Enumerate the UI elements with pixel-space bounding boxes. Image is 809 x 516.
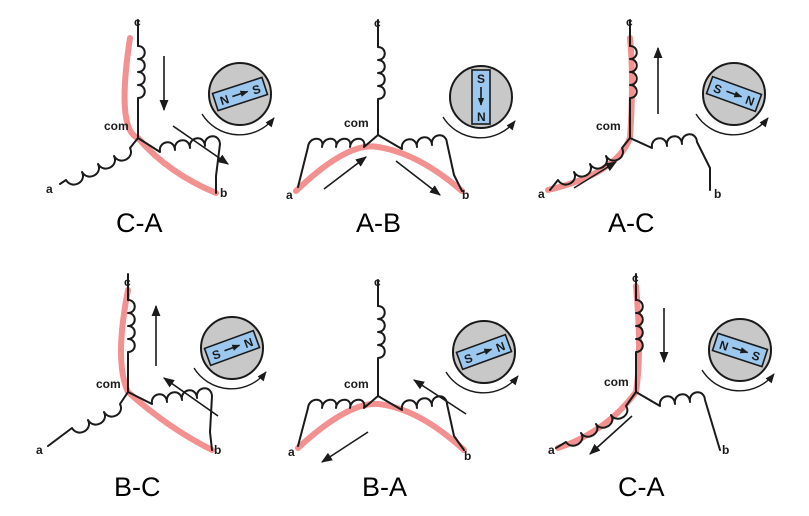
energized-path (121, 35, 219, 196)
pole-s-label: S (750, 348, 762, 364)
pole-s-label: S (251, 82, 263, 98)
terminal-c-label: c (124, 275, 131, 289)
terminal-c-label: c (626, 15, 633, 29)
panel-b-c: c com a b S N B-C (36, 273, 267, 502)
energized-path (118, 287, 215, 453)
panel-a-b: c com a b S N A-B (286, 16, 516, 238)
terminal-a-label: a (538, 187, 545, 201)
terminal-b-label: b (464, 449, 471, 463)
panel-caption: C-A (618, 472, 665, 502)
terminal-a-label: a (46, 182, 53, 196)
rotor: S N (445, 320, 519, 394)
terminal-b-label: b (214, 443, 221, 457)
terminal-c-label: c (374, 16, 381, 30)
panel-caption: A-B (356, 208, 401, 238)
rotor: S N (442, 65, 516, 139)
terminal-com-label: com (344, 116, 369, 130)
panel-caption: B-C (114, 472, 161, 502)
pole-n-label: N (218, 92, 231, 108)
terminal-b-label: b (714, 187, 721, 201)
current-arrows (321, 379, 467, 463)
winding-c (629, 19, 638, 139)
panel-caption: A-C (608, 208, 655, 238)
terminal-com-label: com (96, 377, 121, 391)
terminal-com-label: com (604, 375, 629, 389)
winding-b (377, 134, 463, 192)
winding-b (629, 133, 711, 191)
winding-b (377, 395, 465, 451)
rotor: N S (701, 318, 775, 392)
winding-a (555, 391, 637, 449)
terminal-b-label: b (220, 186, 227, 200)
winding-c (377, 279, 386, 397)
terminal-a-label: a (36, 443, 43, 457)
pole-s-label: S (477, 72, 485, 86)
current-arrows (323, 156, 441, 196)
rotor: N S (201, 62, 275, 136)
panel-caption: C-A (116, 208, 163, 238)
winding-a (549, 137, 631, 191)
panel-c-a-bottom: c com a b N S C-A (548, 271, 775, 502)
winding-a (59, 137, 139, 186)
panel-a-c: c com a b S N A-C (538, 15, 769, 238)
winding-c (127, 273, 136, 393)
winding-b (635, 391, 721, 451)
terminal-com-label: com (104, 119, 129, 133)
terminal-b-label: b (722, 443, 729, 457)
winding-a (47, 391, 129, 447)
pole-n-label: N (718, 338, 731, 354)
rotor: S N (695, 62, 769, 136)
current-arrows (159, 56, 229, 165)
winding-a (297, 134, 379, 188)
terminal-c-label: c (632, 271, 639, 285)
winding-b (137, 135, 221, 194)
current-arrows (589, 308, 669, 455)
panel-c-a-top: c com a b N S C-A (46, 15, 275, 238)
winding-c (137, 19, 146, 139)
pole-n-label: N (477, 110, 486, 124)
winding-c (377, 19, 386, 136)
energized-path (555, 283, 642, 451)
terminal-c-label: c (134, 15, 141, 29)
current-arrows (573, 46, 663, 189)
terminal-com-label: com (596, 119, 621, 133)
winding-c (635, 273, 644, 393)
energized-path (295, 400, 467, 453)
rotor: S N (193, 316, 267, 390)
winding-b (127, 387, 213, 451)
terminal-b-label: b (462, 188, 469, 202)
panel-caption: B-A (362, 472, 407, 502)
terminal-a-label: a (548, 443, 555, 457)
terminal-a-label: a (288, 445, 295, 459)
current-arrows (151, 304, 219, 417)
panel-b-a: c com a b S N B-A (288, 275, 519, 502)
terminal-a-label: a (286, 188, 293, 202)
terminal-c-label: c (374, 275, 381, 289)
terminal-com-label: com (344, 377, 369, 391)
energized-path (293, 143, 465, 194)
winding-a (297, 395, 379, 447)
